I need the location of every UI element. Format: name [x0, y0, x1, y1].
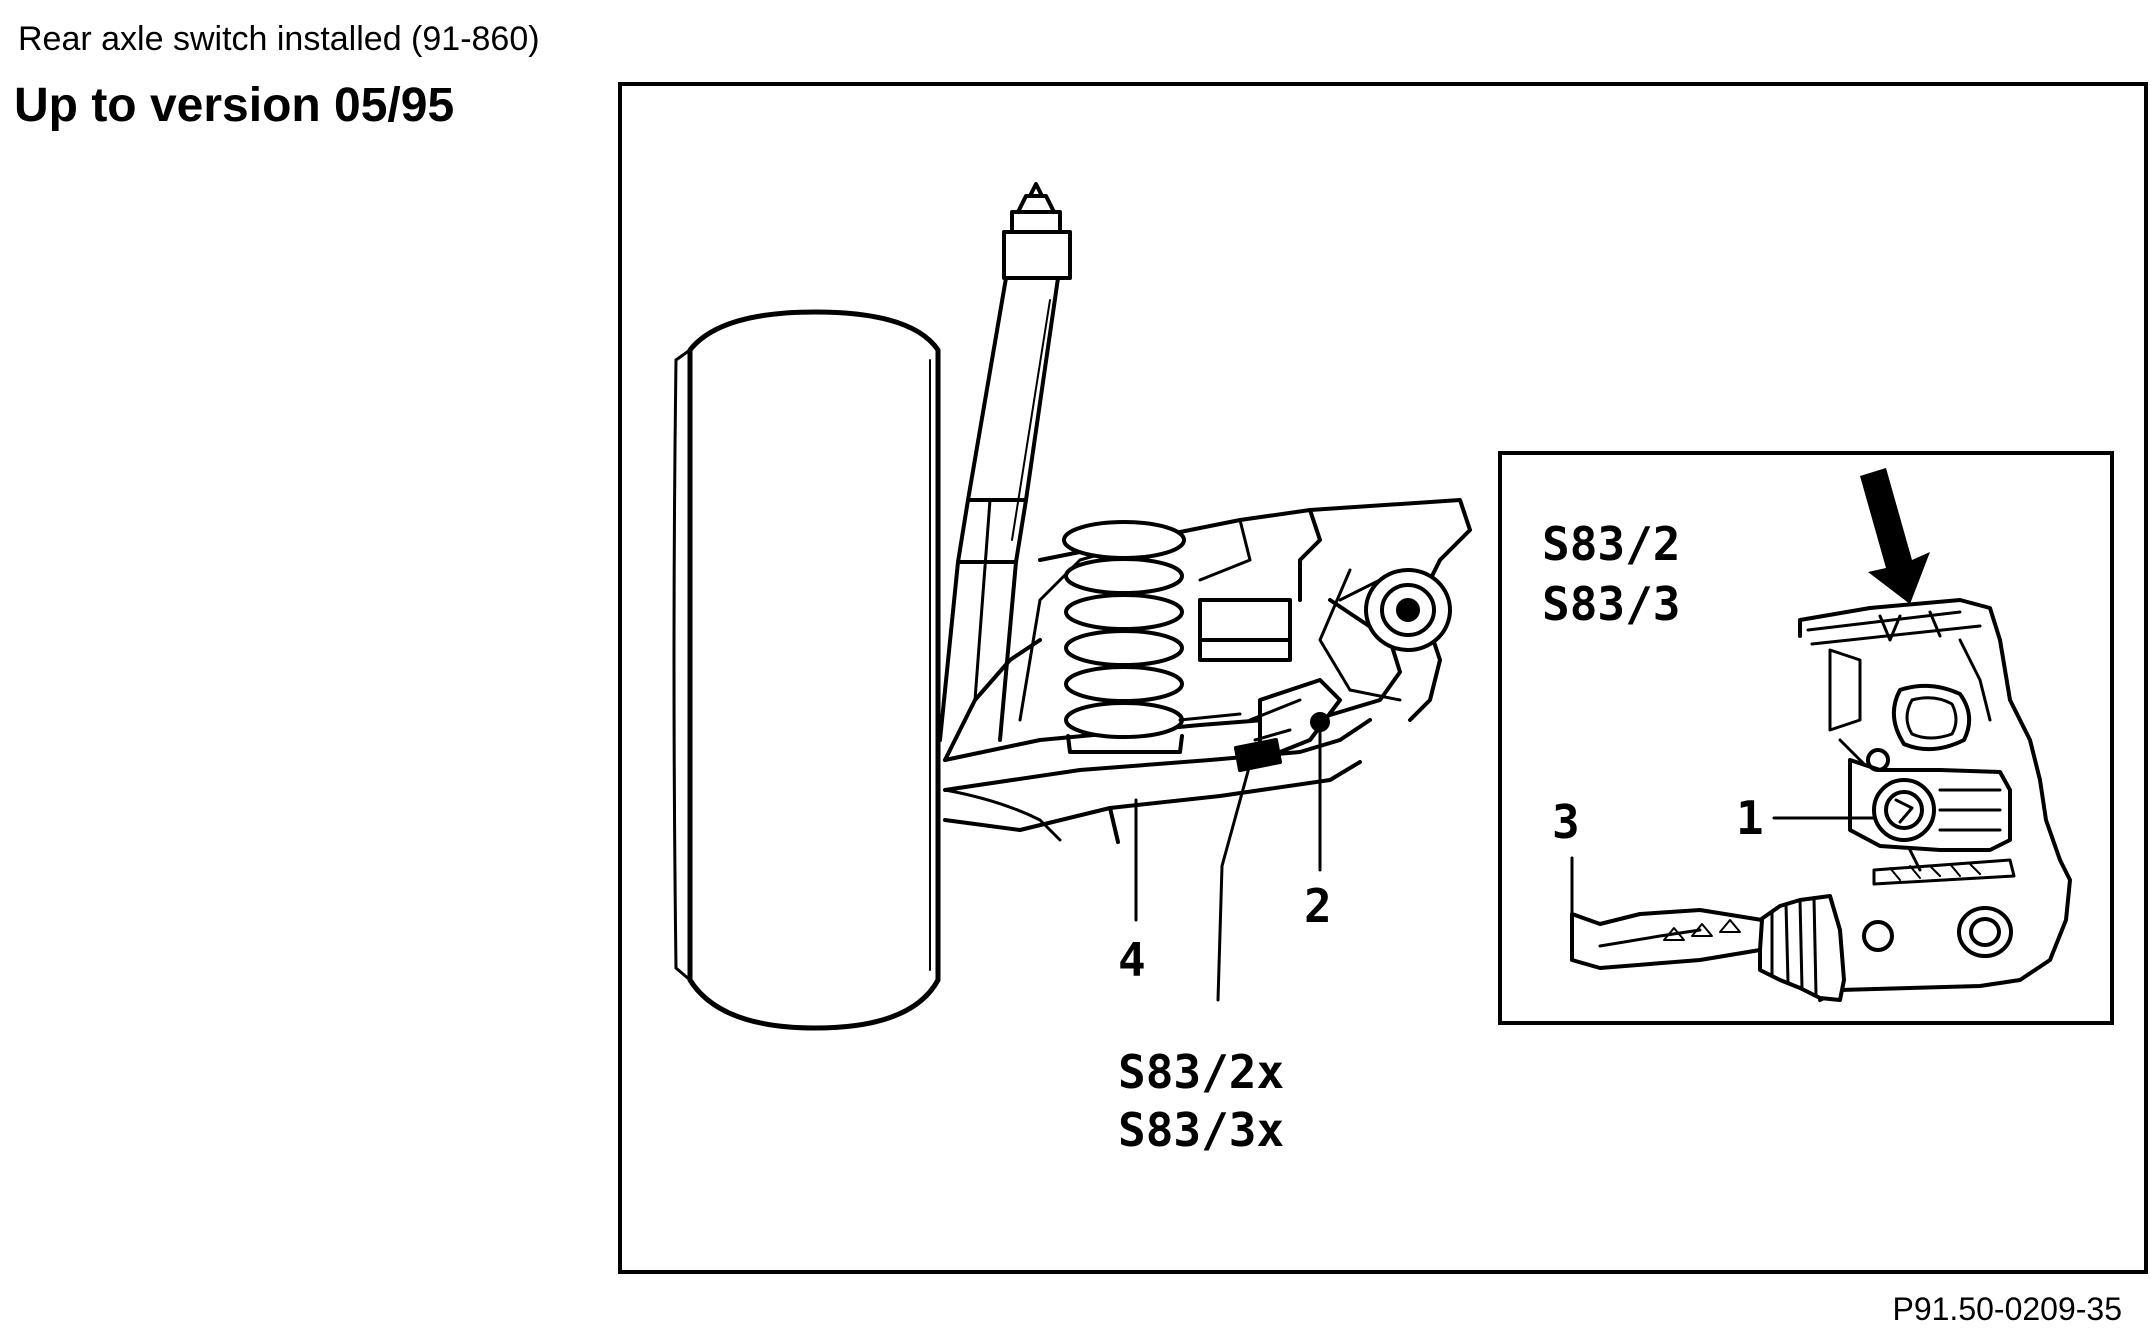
- callout-1: 1: [1736, 791, 1764, 845]
- arrow-down-icon: [1860, 468, 1930, 604]
- leader-line-plug: [1216, 762, 1252, 1002]
- switch-sensor-icon: [1310, 712, 1330, 732]
- switch-detail-illustration: [1570, 598, 2072, 1002]
- section-subtitle: Rear axle switch installed (91-860): [18, 20, 540, 58]
- plug-label-s83-2x: S83/2x: [1118, 1045, 1284, 1099]
- figure-reference: P91.50-0209-35: [1892, 1291, 2122, 1327]
- inset-label-s83-3: S83/3: [1542, 577, 1680, 631]
- callout-2: 2: [1304, 879, 1332, 933]
- coil-spring-icon: [1062, 520, 1186, 754]
- shock-absorber-icon: [938, 182, 1072, 742]
- plug-label-s83-3x: S83/3x: [1118, 1103, 1284, 1157]
- wheel-icon: [672, 309, 941, 1031]
- inset-label-s83-2: S83/2: [1542, 517, 1680, 571]
- suspension-illustration: [672, 182, 1472, 1031]
- diagram-frame: [618, 82, 2148, 1274]
- page-title: Up to version 05/95: [14, 79, 455, 132]
- connector-icon: [1892, 683, 1972, 752]
- callout-3: 3: [1552, 795, 1580, 849]
- callout-4: 4: [1118, 933, 1146, 987]
- axle-arm-icon: [943, 498, 1472, 844]
- switch-bracket-icon: [1178, 598, 1342, 772]
- switch-knob-icon: [1872, 778, 1936, 842]
